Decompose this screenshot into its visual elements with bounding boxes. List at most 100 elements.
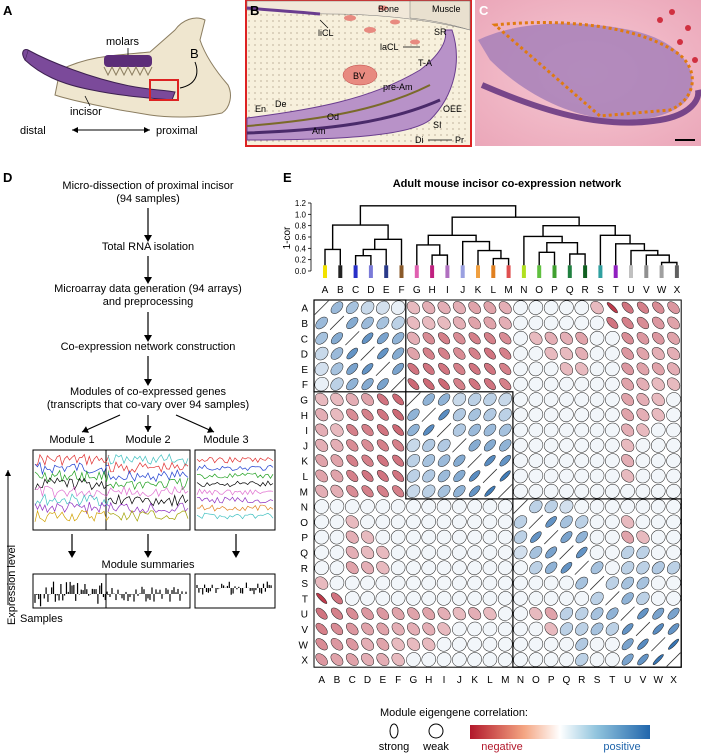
- matrix-row-label: T: [302, 594, 308, 605]
- correlation-cell: [406, 438, 421, 453]
- correlation-cell: [376, 485, 389, 498]
- correlation-cell: [589, 422, 605, 438]
- leaf-label: L: [491, 285, 497, 296]
- dendrogram-branch: [331, 224, 389, 250]
- correlation-cell: [406, 316, 421, 330]
- module-trace: [107, 477, 189, 491]
- correlation-cell: [330, 469, 344, 483]
- molars-label: molars: [106, 36, 140, 48]
- correlation-cell: [666, 591, 681, 606]
- correlation-cell: [574, 468, 590, 484]
- correlation-cell: [621, 423, 635, 437]
- correlation-cell: [499, 332, 512, 345]
- correlation-cell: [361, 561, 375, 575]
- correlation-cell: [406, 652, 421, 667]
- matrix-col-label: D: [364, 675, 371, 686]
- correlation-cell: [528, 453, 544, 468]
- correlation-cell: [543, 636, 559, 652]
- correlation-cell: [574, 300, 590, 315]
- correlation-cell: [513, 468, 528, 484]
- diagonal-mark: [574, 560, 589, 575]
- correlation-cell: [559, 591, 574, 606]
- correlation-cell: [392, 393, 404, 406]
- correlation-cell: [621, 530, 634, 544]
- leaf-color-bar: [491, 265, 496, 278]
- correlation-cell: [528, 591, 544, 606]
- correlation-cell: [529, 561, 543, 575]
- correlation-cell: [621, 469, 635, 483]
- matrix-row-label: N: [301, 503, 308, 514]
- correlation-cell: [575, 531, 588, 544]
- callout-b: B: [190, 46, 199, 61]
- correlation-cell: [621, 561, 635, 575]
- correlation-cell: [528, 392, 544, 407]
- correlation-cell: [330, 653, 344, 666]
- diagonal-mark: [375, 361, 391, 377]
- correlation-cell: [590, 561, 604, 575]
- diagonal-mark: [543, 529, 559, 545]
- correlation-cell: [559, 407, 574, 423]
- correlation-cell: [392, 424, 404, 436]
- label-am: Am: [312, 126, 326, 136]
- correlation-cell: [575, 576, 589, 590]
- module-3-plot: [194, 449, 276, 531]
- module-trace: [196, 456, 274, 464]
- correlation-cell: [589, 652, 605, 667]
- leaf-label: E: [383, 285, 390, 296]
- label-pre-am: pre-Am: [383, 82, 413, 92]
- module-trace: [107, 469, 189, 483]
- correlation-cell: [421, 499, 437, 514]
- dendrogram-branch: [542, 224, 616, 237]
- correlation-cell: [621, 515, 635, 529]
- correlation-cell: [651, 377, 665, 391]
- correlation-cell: [330, 438, 344, 452]
- correlation-cell: [346, 408, 359, 421]
- step-microarray-sub: and preprocessing: [103, 296, 194, 308]
- correlation-cell: [559, 453, 574, 468]
- correlation-cell: [652, 607, 665, 620]
- correlation-cell: [621, 362, 634, 376]
- correlation-cell: [559, 346, 574, 361]
- leaf-label: I: [446, 285, 449, 296]
- correlation-cell: [346, 469, 359, 482]
- correlation-cell: [621, 623, 634, 635]
- correlation-cell: [513, 483, 528, 499]
- correlation-cell: [651, 561, 665, 575]
- dendrogram-y-tick-label: 0.0: [295, 267, 307, 276]
- correlation-cell: [528, 300, 544, 315]
- correlation-cell: [667, 607, 680, 620]
- correlation-cell: [392, 347, 405, 360]
- correlation-cell: [330, 607, 343, 620]
- correlation-cell: [559, 607, 574, 621]
- correlation-cell: [559, 392, 574, 407]
- correlation-cell: [650, 422, 666, 438]
- correlation-cell: [468, 332, 481, 345]
- correlation-cell: [651, 362, 665, 376]
- correlation-cell: [361, 408, 374, 421]
- correlation-cell: [621, 377, 634, 391]
- correlation-cell: [468, 347, 481, 360]
- correlation-cell: [452, 316, 466, 330]
- correlation-cell: [468, 607, 482, 621]
- correlation-cell: [483, 332, 496, 345]
- correlation-cell: [667, 301, 680, 314]
- correlation-cell: [360, 575, 375, 591]
- correlation-cell: [436, 545, 452, 560]
- correlation-cell: [636, 301, 649, 314]
- correlation-cell: [528, 315, 544, 331]
- correlation-cell: [605, 514, 620, 530]
- dendrogram-branch: [359, 205, 517, 226]
- correlation-cell: [361, 607, 374, 620]
- correlation-cell: [559, 331, 573, 345]
- matrix-col-label: B: [334, 675, 341, 686]
- correlation-cell: [499, 454, 511, 467]
- correlation-cell: [452, 423, 466, 437]
- correlation-cell: [360, 545, 375, 560]
- legend-negative: negative: [481, 741, 523, 753]
- correlation-cell: [361, 470, 374, 482]
- correlation-cell: [497, 652, 513, 667]
- correlation-cell: [406, 545, 421, 560]
- correlation-cell: [314, 560, 329, 576]
- correlation-cell: [376, 545, 390, 560]
- correlation-cell: [391, 607, 405, 620]
